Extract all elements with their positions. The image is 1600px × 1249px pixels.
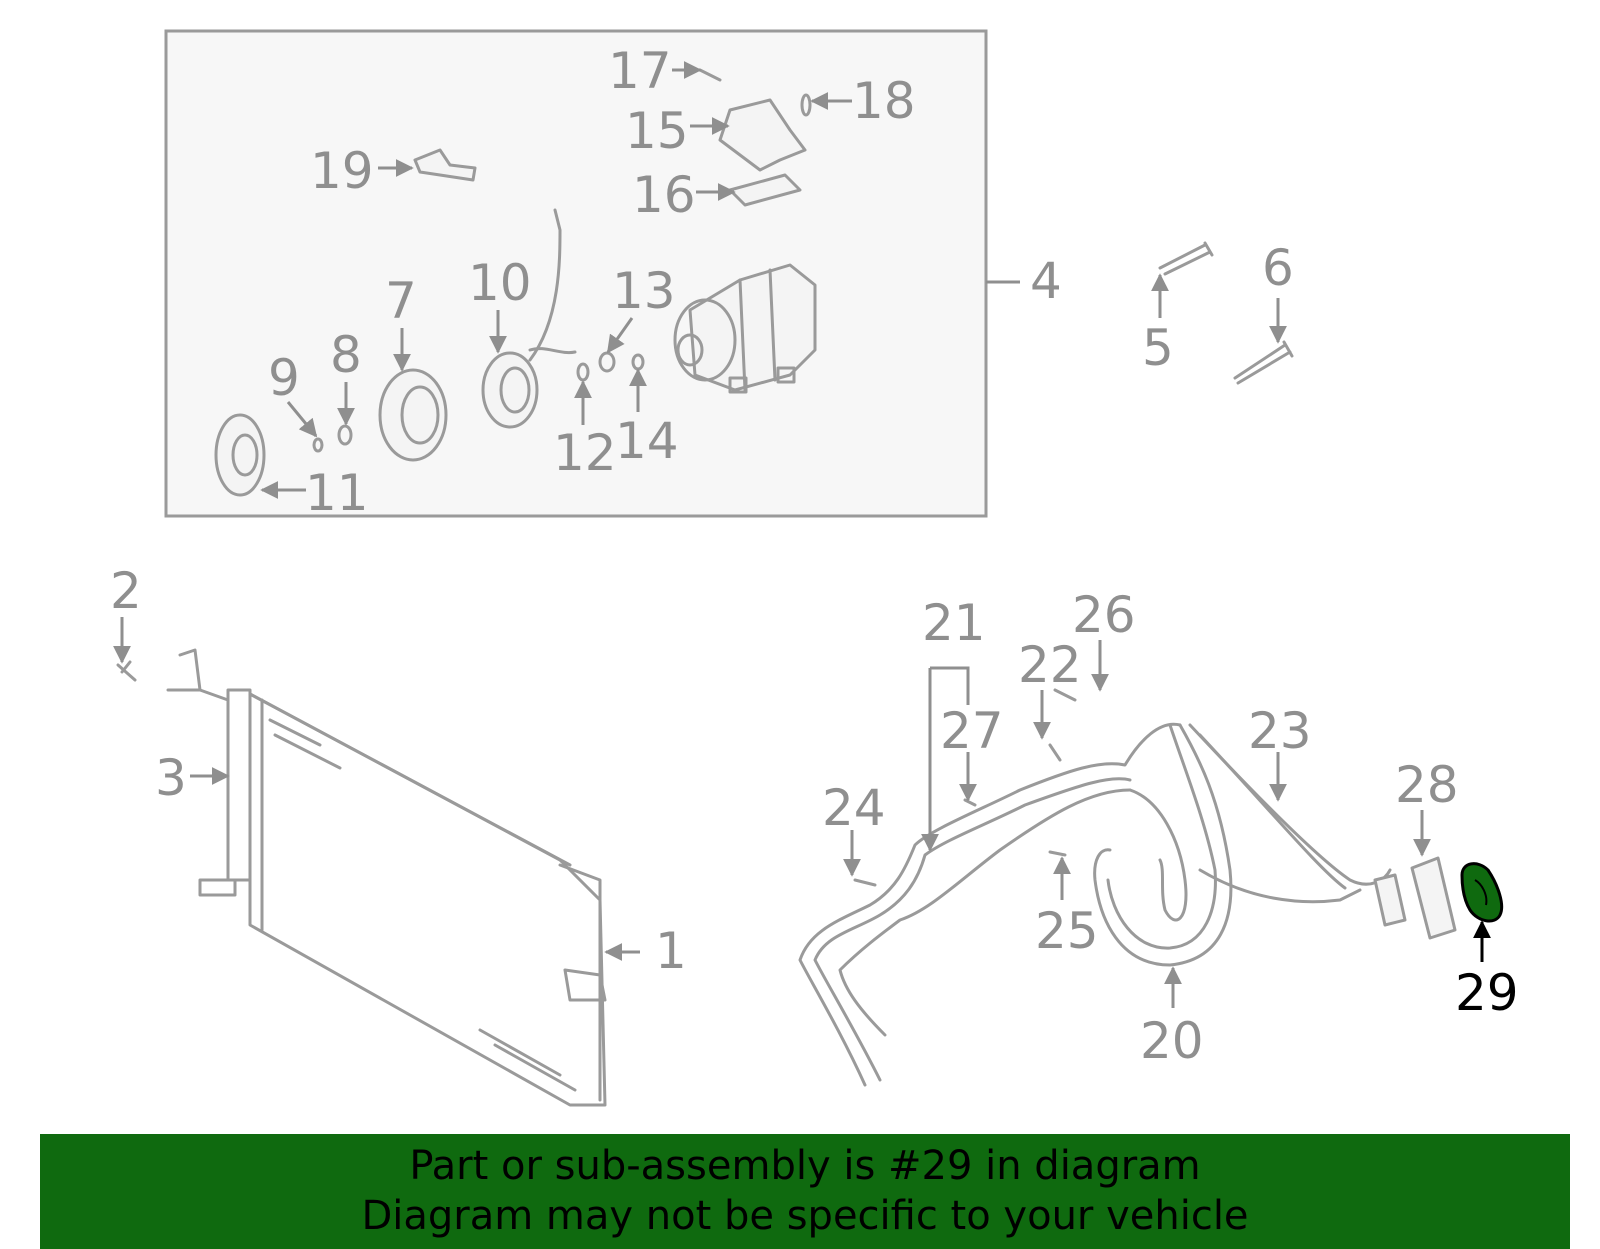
label-22: 22 — [1018, 636, 1082, 694]
clutch-plate — [214, 413, 266, 497]
label-17: 17 — [608, 42, 672, 100]
label-4: 4 — [1030, 252, 1062, 310]
label-9: 9 — [268, 349, 300, 407]
bolt-5 — [1158, 241, 1214, 276]
label-19: 19 — [310, 142, 374, 200]
label-2: 2 — [110, 562, 142, 620]
label-8: 8 — [330, 326, 362, 384]
label-6: 6 — [1262, 239, 1294, 297]
label-27: 27 — [940, 702, 1004, 760]
valve — [413, 148, 477, 182]
label-5: 5 — [1142, 319, 1174, 377]
ac-lines — [798, 688, 1407, 1087]
label-12: 12 — [553, 424, 617, 482]
label-25: 25 — [1035, 902, 1099, 960]
label-3: 3 — [155, 749, 187, 807]
part-29-highlighted[interactable] — [1460, 862, 1504, 923]
label-16: 16 — [632, 166, 696, 224]
label-7: 7 — [385, 272, 417, 330]
bolt-6 — [1233, 340, 1294, 385]
label-14: 14 — [615, 412, 679, 470]
banner-line-2: Diagram may not be specific to your vehi… — [361, 1193, 1249, 1239]
label-13: 13 — [612, 262, 676, 320]
compressor — [673, 263, 817, 394]
label-26: 26 — [1072, 586, 1136, 644]
label-29-highlighted: 29 — [1455, 964, 1519, 1022]
label-24: 24 — [822, 779, 886, 837]
gasket — [728, 173, 802, 207]
label-1: 1 — [655, 922, 687, 980]
label-21: 21 — [922, 594, 986, 652]
part-28 — [1410, 856, 1457, 940]
pulley — [378, 368, 448, 462]
condenser — [166, 648, 607, 1107]
label-23: 23 — [1248, 702, 1312, 760]
label-28: 28 — [1395, 756, 1459, 814]
info-banner: Part or sub-assembly is #29 in diagram D… — [40, 1134, 1570, 1249]
rear-cover — [718, 98, 807, 172]
label-18: 18 — [852, 72, 916, 130]
label-11: 11 — [305, 464, 369, 522]
banner-line-1: Part or sub-assembly is #29 in diagram — [409, 1143, 1201, 1189]
label-10: 10 — [468, 254, 532, 312]
label-20: 20 — [1140, 1012, 1204, 1070]
label-15: 15 — [625, 102, 689, 160]
